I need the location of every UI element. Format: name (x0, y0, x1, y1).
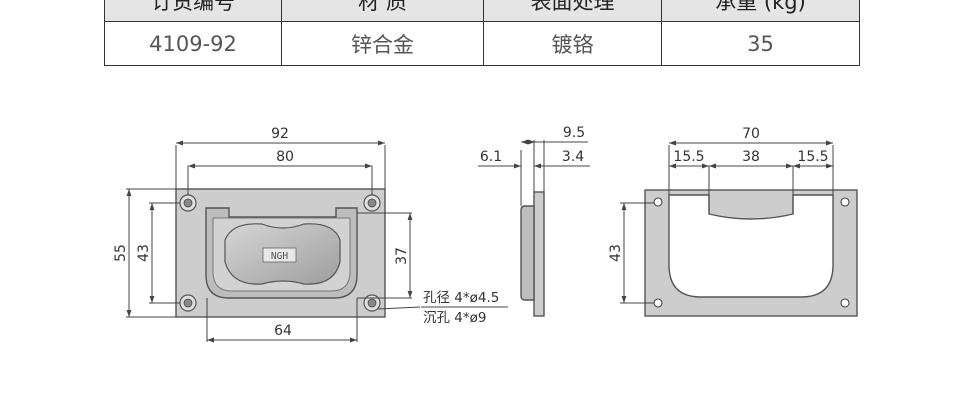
dim-height-handle: 37 (357, 212, 413, 299)
screw-hole-tl-inner (183, 198, 193, 208)
dim-width-outer: 92 (175, 126, 386, 189)
back-hole-br (840, 298, 850, 308)
side-flange (533, 191, 545, 317)
side-body (520, 205, 535, 301)
side-view: 9.5 6.1 3.4 (478, 125, 590, 317)
dim-side-left-label: 6.1 (480, 149, 502, 165)
dim-side-total: 9.5 (521, 125, 588, 145)
dim-back-height-label: 43 (608, 244, 624, 262)
back-view: 70 15.5 38 15.5 43 (608, 126, 858, 317)
logo-plate (262, 247, 297, 263)
back-hole-bl (653, 298, 663, 308)
dim-height-outer-label: 55 (113, 244, 129, 262)
dim-height-holes-label: 43 (136, 244, 152, 262)
dim-side-right: 3.4 (534, 149, 590, 167)
dim-side-left: 6.1 (478, 149, 547, 169)
header-order-number: 订货编号 (104, 0, 282, 22)
spec-table: 订货编号 材 质 表面处理 承重 (kg) 4109-92 锌合金 镀铬 35 (104, 0, 860, 66)
spec-table-header-row: 订货编号 材 质 表面处理 承重 (kg) (104, 0, 860, 22)
screw-hole-bl-inner (183, 298, 193, 308)
back-screw-holes (653, 197, 850, 308)
dim-height-handle-label: 37 (394, 247, 410, 265)
front-view: NGH 92 80 (113, 126, 421, 343)
dim-back-seg-mid-label: 38 (742, 149, 760, 165)
screw-hole-tr-inner (367, 198, 377, 208)
cell-material: 锌合金 (281, 21, 484, 66)
dim-width-holes-label: 80 (276, 149, 294, 165)
header-material: 材 质 (281, 0, 484, 22)
dim-side-right-label: 3.4 (562, 149, 584, 165)
screw-holes (179, 194, 381, 312)
dim-width-handle-label: 64 (274, 323, 292, 339)
dim-height-holes: 43 (136, 202, 180, 304)
dim-width-handle: 64 (206, 298, 358, 343)
dim-back-width: 70 (669, 126, 833, 146)
back-hole-tl (653, 197, 663, 207)
dim-back-width-label: 70 (742, 126, 760, 142)
dim-back-segments: 15.5 38 15.5 (669, 149, 833, 169)
header-surface-treatment: 表面处理 (483, 0, 662, 22)
dim-side-total-label: 9.5 (563, 125, 585, 141)
dim-height-outer: 55 (113, 188, 176, 318)
hole-diameter-note: 孔径 4*ø4.5 (423, 290, 499, 306)
screw-hole-br-inner (367, 298, 377, 308)
dim-back-seg-left-label: 15.5 (673, 149, 704, 165)
cell-load-capacity: 35 (661, 21, 860, 66)
dim-width-outer-label: 92 (271, 126, 289, 142)
hole-note: 孔径 4*ø4.5 沉孔 4*ø9 (421, 290, 508, 326)
dim-width-holes: 80 (187, 149, 373, 195)
dim-back-height: 43 (608, 202, 654, 304)
dim-back-seg-right-label: 15.5 (797, 149, 828, 165)
logo-text: NGH (271, 251, 288, 262)
cell-surface-treatment: 镀铬 (483, 21, 662, 66)
note-leader (377, 306, 421, 310)
spec-table-row: 4109-92 锌合金 镀铬 35 (104, 21, 860, 66)
back-opening (668, 194, 834, 298)
back-hole-tr (840, 197, 850, 207)
counterbore-note: 沉孔 4*ø9 (423, 310, 486, 326)
